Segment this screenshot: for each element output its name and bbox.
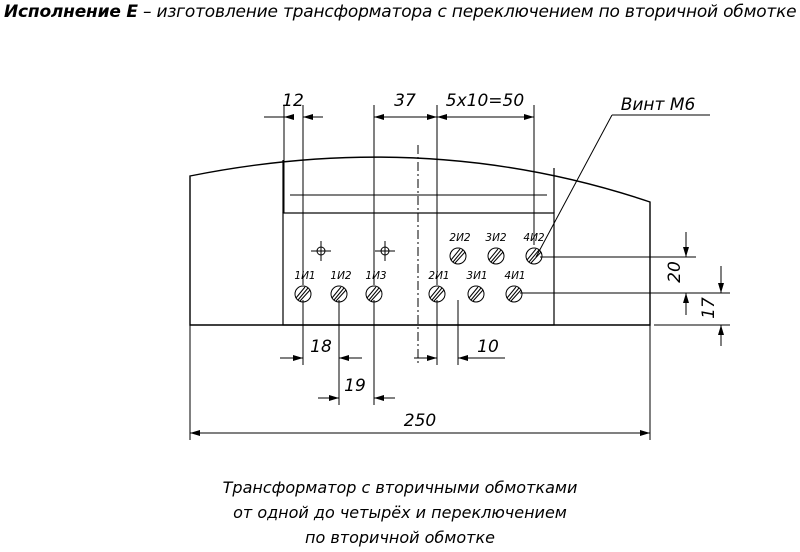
dim-18: 18 [310, 337, 332, 357]
housing-outline [189, 156, 651, 326]
screw-label: Винт М6 [621, 95, 696, 115]
terminal-label-1i3: 1И3 [365, 270, 386, 282]
dim-250: 250 [404, 411, 436, 431]
terminal-label-4i2: 4И2 [523, 232, 545, 244]
terminal-4i2 [525, 247, 543, 265]
dim-19: 19 [344, 376, 366, 396]
terminal-2i2 [449, 247, 467, 265]
terminal-4i1 [505, 285, 523, 303]
terminal-label-1i2: 1И2 [330, 270, 352, 282]
dim-5x10: 5х10=50 [446, 91, 524, 111]
terminal-label-1i1: 1И1 [294, 270, 315, 282]
terminal-label-2i2: 2И2 [449, 232, 471, 244]
transformer-drawing: 2И2 3И2 4И2 1И1 1И2 1И3 2И1 3И1 4И1 12 3… [189, 91, 730, 440]
title-description: – изготовление трансформатора с переключ… [137, 2, 797, 22]
terminal-label-3i2: 3И2 [485, 232, 507, 244]
terminal-1i2 [330, 285, 348, 303]
dim-12: 12 [282, 91, 304, 111]
mounting-hole-right [375, 241, 395, 261]
dim-17: 17 [699, 297, 719, 319]
dim-20: 20 [665, 261, 685, 283]
screw-leader [535, 114, 613, 258]
title-variant: Исполнение Е [4, 2, 138, 22]
caption-line-1: Трансформатор с вторичными обмотками [222, 478, 578, 497]
terminal-label-2i1: 2И1 [428, 270, 449, 282]
terminal-label-4i1: 4И1 [504, 270, 525, 282]
drawing-caption: Трансформатор с вторичными обмотками от … [0, 475, 800, 550]
caption-line-3: по вторичной обмотке [305, 528, 495, 547]
terminal-1i3 [365, 285, 383, 303]
dim-10: 10 [477, 337, 499, 357]
terminal-2i1 [428, 285, 446, 303]
mounting-hole-left [311, 241, 331, 261]
dim-37: 37 [394, 91, 416, 111]
terminal-3i1 [467, 285, 485, 303]
terminal-label-3i1: 3И1 [466, 270, 487, 282]
page-title: Исполнение Е – изготовление трансформато… [4, 2, 800, 22]
terminal-3i2 [487, 247, 505, 265]
caption-line-2: от одной до четырёх и переключением [233, 503, 567, 522]
terminal-1i1 [294, 285, 312, 303]
